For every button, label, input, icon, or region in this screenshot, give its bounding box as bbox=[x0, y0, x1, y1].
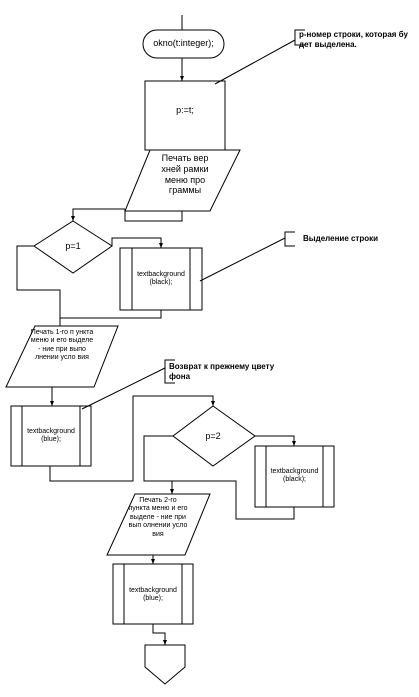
offpage-connector bbox=[144, 644, 186, 685]
decision-p2 bbox=[172, 405, 256, 467]
comment-p-meaning: p-номер строки, которая бу дет выделена. bbox=[299, 30, 408, 49]
subprocess-blue-1 bbox=[10, 405, 92, 467]
comment-return: Возврат к прежнему цвету фона bbox=[169, 362, 275, 381]
bg-black-2-label: textbackground (black); bbox=[270, 468, 319, 484]
bg-blue-1-label: textbackground (blue); bbox=[27, 428, 75, 444]
subprocess-blue-2 bbox=[112, 563, 194, 625]
print-top-io bbox=[124, 149, 241, 212]
cond2-label: p=2 bbox=[205, 431, 221, 441]
comment-highlight: Выделение строки bbox=[303, 234, 379, 243]
start-label: okno(t:integer); bbox=[153, 38, 214, 48]
print-top-label: Печать вер хней рамки меню про граммы bbox=[161, 153, 209, 196]
print-item2-label: Печать 2-го пункта меню и его выделе - н… bbox=[128, 497, 188, 538]
start-terminator bbox=[142, 29, 225, 59]
print-item1-io bbox=[5, 325, 119, 388]
comment-bracket-return bbox=[164, 359, 175, 384]
decision-p1 bbox=[33, 220, 113, 274]
print-item1-label: Печать 1-го п ункта меню и его выделе - … bbox=[30, 329, 94, 362]
comment-bracket-p bbox=[294, 29, 305, 46]
assign-process bbox=[144, 80, 226, 151]
bg-blue-2-label: textbackground (blue); bbox=[129, 587, 177, 603]
assign-label: p:=t; bbox=[176, 105, 194, 115]
bg-black-1-label: textbackground (black); bbox=[137, 271, 185, 287]
comment-bracket-highlight bbox=[284, 231, 295, 247]
print-item2-io bbox=[106, 493, 211, 556]
subprocess-black-1 bbox=[119, 247, 203, 311]
cond1-label: p=1 bbox=[65, 241, 81, 251]
